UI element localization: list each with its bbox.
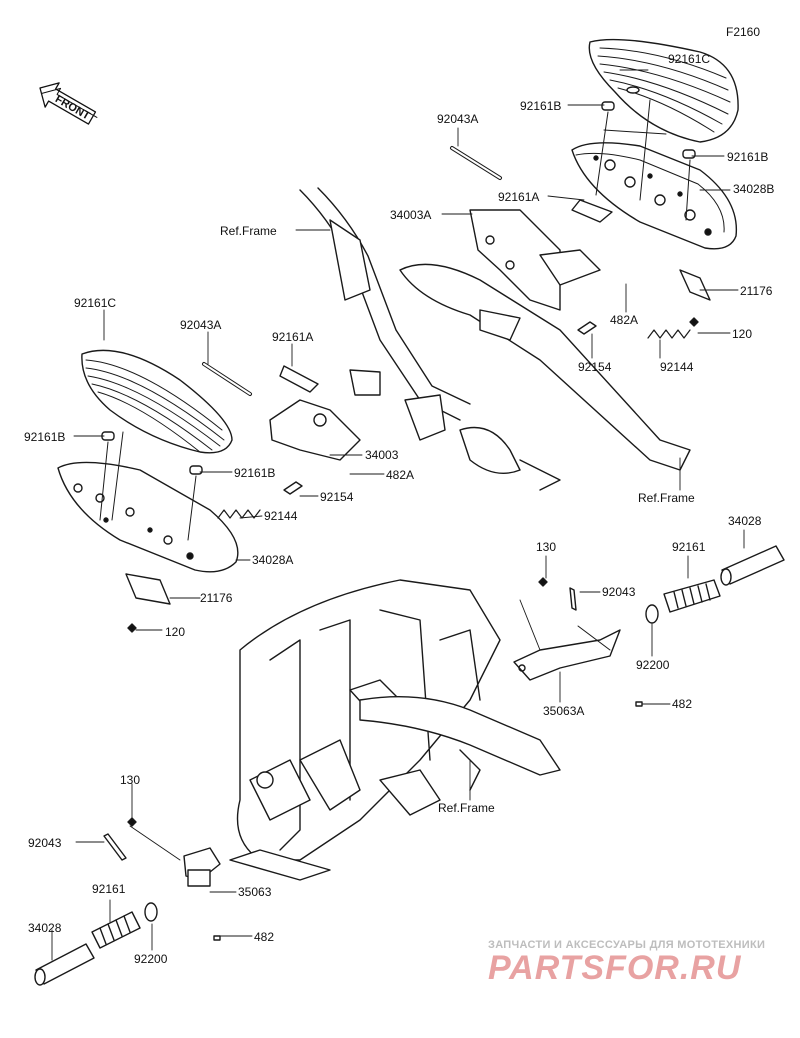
label-92161B-top-right: 92161B — [727, 150, 769, 164]
label-120-left: 120 — [165, 625, 186, 639]
washer-92200-left — [144, 902, 158, 922]
label-92161B-top-left: 92161B — [520, 99, 562, 113]
footpeg-rubber-92161-left — [91, 911, 141, 949]
bolt-130-left — [127, 817, 137, 827]
footpeg-cover-34028-right — [720, 545, 785, 586]
label-ref-frame-3: Ref.Frame — [438, 801, 495, 815]
screw-120-top — [689, 317, 699, 327]
label-34028-left: 34028 — [28, 921, 62, 935]
footpeg-clevis-35063 — [183, 847, 221, 887]
pin-92043-left — [103, 833, 127, 861]
label-92161A-top: 92161A — [498, 190, 540, 204]
footboard-base-right — [571, 142, 738, 250]
main-frame-lower — [229, 579, 561, 881]
grommet-top-right — [682, 149, 696, 159]
pin-92043-right — [569, 587, 577, 611]
footboard-pad-left — [81, 349, 233, 454]
label-92161A-left: 92161A — [272, 330, 314, 344]
footpeg-rubber-92161-right — [663, 579, 721, 613]
bolt-92154-left — [283, 481, 303, 495]
label-34028B: 34028B — [733, 182, 775, 196]
spring-92144-top — [647, 329, 691, 339]
footboard-base-left — [57, 461, 239, 573]
footpeg-arm-35063A — [513, 625, 621, 681]
label-35063A: 35063A — [543, 704, 585, 718]
label-34028A: 34028A — [252, 553, 294, 567]
washer-92200-right — [645, 604, 659, 624]
label-120-top: 120 — [732, 327, 753, 341]
label-92161B-mid: 92161B — [234, 466, 276, 480]
clip-482-left — [213, 935, 221, 941]
label-92161C-left: 92161C — [74, 296, 117, 310]
watermark-tagline: ЗАПЧАСТИ И АКСЕССУАРЫ ДЛЯ МОТОТЕХНИКИ — [488, 939, 766, 951]
label-130-right: 130 — [536, 540, 557, 554]
pin-92043A-left — [202, 362, 252, 396]
figure-code: F2160 — [726, 25, 761, 39]
label-92144-left: 92144 — [264, 509, 298, 523]
label-482-right: 482 — [672, 697, 693, 711]
label-34028-right: 34028 — [728, 514, 762, 528]
footpeg-cover-34028-left — [34, 943, 95, 986]
bracket-34003A — [469, 199, 613, 311]
label-482A-left: 482A — [386, 468, 415, 482]
leader-lines — [51, 69, 745, 961]
label-ref-frame-2: Ref.Frame — [638, 491, 695, 505]
bolt-130-right — [538, 577, 548, 587]
grommet-top-left — [601, 101, 615, 111]
bracket-21176-left — [125, 573, 171, 605]
label-92200-right: 92200 — [636, 658, 670, 672]
bracket-21176-top — [679, 269, 711, 301]
label-34003: 34003 — [365, 448, 399, 462]
bolt-92154-top — [577, 321, 597, 335]
label-21176-left: 21176 — [200, 591, 233, 605]
screw-120-left — [127, 623, 137, 633]
label-92200-left: 92200 — [134, 952, 168, 966]
label-92161C-top: 92161C — [668, 52, 711, 66]
label-92161-right: 92161 — [672, 540, 706, 554]
label-92154-top: 92154 — [578, 360, 612, 374]
label-92043-left: 92043 — [28, 836, 62, 850]
label-92043A-left: 92043A — [180, 318, 222, 332]
bracket-34003-left — [269, 365, 361, 461]
front-direction-badge: FRONT — [39, 82, 98, 125]
label-21176-top: 21176 — [740, 284, 773, 298]
pin-92043A-top — [450, 146, 502, 180]
label-92161-left: 92161 — [92, 882, 126, 896]
grommet-mid — [189, 465, 203, 475]
label-92043-right: 92043 — [602, 585, 636, 599]
label-482A-top: 482A — [610, 313, 639, 327]
label-34003A: 34003A — [390, 208, 432, 222]
label-92043A-top: 92043A — [437, 112, 479, 126]
frame-rail-upper — [299, 187, 691, 491]
label-ref-frame-1: Ref.Frame — [220, 224, 277, 238]
front-badge-label: FRONT — [53, 93, 92, 122]
label-92154-left: 92154 — [320, 490, 354, 504]
label-35063: 35063 — [238, 885, 272, 899]
watermark-logo: PARTSFOR.RU — [488, 949, 742, 987]
label-130-left: 130 — [120, 773, 141, 787]
label-92144-top: 92144 — [660, 360, 694, 374]
label-92161B-left: 92161B — [24, 430, 66, 444]
label-482-left: 482 — [254, 930, 275, 944]
footboard-pad-right — [588, 38, 739, 143]
clip-482-right — [635, 701, 643, 707]
